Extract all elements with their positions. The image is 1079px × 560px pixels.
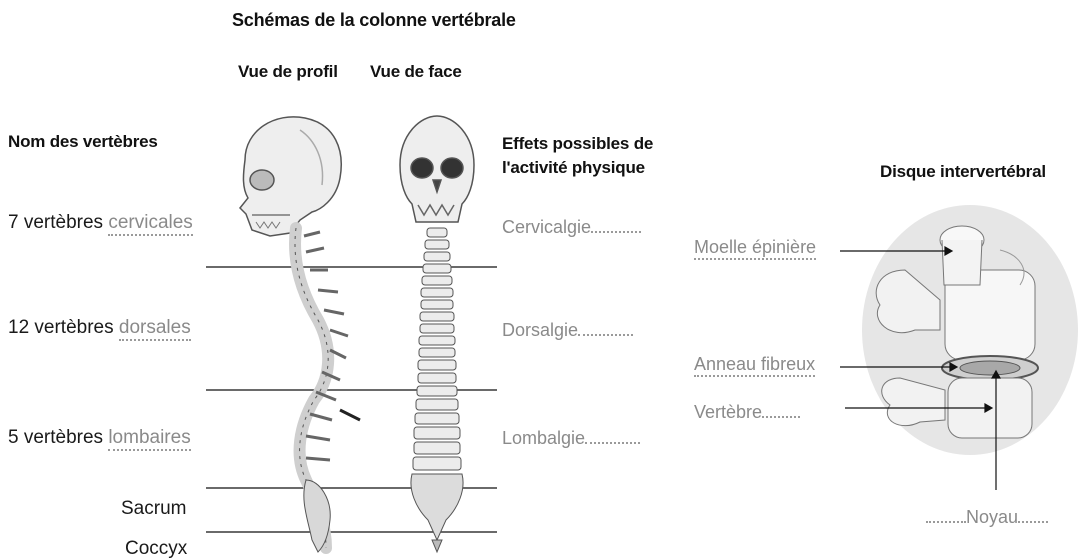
profile-skull xyxy=(240,117,341,236)
effect-cervicalgia: Cervicalgie xyxy=(502,217,641,238)
effect-cervicalgia-text: Cervicalgie xyxy=(502,217,591,237)
effect-lumbalgia-dots xyxy=(585,442,640,444)
cervical-vertebrae-label: 7 vertèbres cervicales xyxy=(8,212,193,234)
dorsal-term: dorsales xyxy=(119,317,191,341)
cervical-term: cervicales xyxy=(108,212,192,236)
effect-lumbalgia-text: Lombalgie xyxy=(502,428,585,448)
effect-lumbalgia: Lombalgie xyxy=(502,428,640,449)
intervertebral-disc-drawing xyxy=(862,205,1078,455)
disc-heading: Disque intervertébral xyxy=(880,162,1046,182)
front-skull xyxy=(400,116,474,222)
effect-cervicalgia-dots xyxy=(591,231,641,233)
spinal-cord-label: Moelle épinière xyxy=(694,237,816,258)
effects-heading: Effets possibles de l'activité physique xyxy=(502,132,653,180)
effect-dorsalgia-text: Dorsalgie xyxy=(502,320,578,340)
nucleus-label: Noyau xyxy=(926,507,1048,528)
coccyx-label: Coccyx xyxy=(125,538,187,560)
lumbar-vertebrae-label: 5 vertèbres lombaires xyxy=(8,427,191,449)
nucleus-dots-right xyxy=(1018,521,1048,523)
vertebra-label: Vertèbre xyxy=(694,402,800,423)
lumbar-term: lombaires xyxy=(108,427,190,451)
spinal-cord-text: Moelle épinière xyxy=(694,237,816,260)
effect-dorsalgia-dots xyxy=(578,334,633,336)
profile-view-heading: Vue de profil xyxy=(238,62,338,82)
front-view-heading: Vue de face xyxy=(370,62,462,82)
vertebra-dots xyxy=(762,416,800,418)
vertebrae-names-heading: Nom des vertèbres xyxy=(8,132,158,152)
vertebra-text: Vertèbre xyxy=(694,402,762,422)
sacrum-label: Sacrum xyxy=(121,498,186,520)
effects-heading-line-2: l'activité physique xyxy=(502,156,653,180)
cervical-count: 7 vertèbres xyxy=(8,212,108,233)
lumbar-count: 5 vertèbres xyxy=(8,427,108,448)
nucleus-dots-left xyxy=(926,521,966,523)
annulus-text: Anneau fibreux xyxy=(694,354,815,377)
dorsal-count: 12 vertèbres xyxy=(8,317,119,338)
effect-dorsalgia: Dorsalgie xyxy=(502,320,633,341)
nucleus-text: Noyau xyxy=(966,507,1018,527)
front-spine xyxy=(411,228,463,552)
dorsal-vertebrae-label: 12 vertèbres dorsales xyxy=(8,317,191,339)
effects-heading-line-1: Effets possibles de xyxy=(502,132,653,156)
diagram-title: Schémas de la colonne vertébrale xyxy=(232,10,516,31)
annulus-label: Anneau fibreux xyxy=(694,354,815,375)
